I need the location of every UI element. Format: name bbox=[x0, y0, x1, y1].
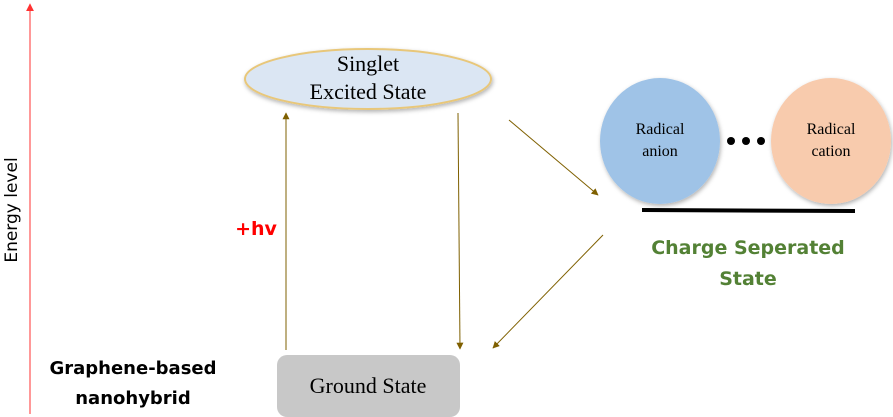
charge-separated-label-line1: Charge Seperated bbox=[651, 237, 845, 259]
radical-anion-line1: Radical bbox=[636, 121, 685, 138]
excitation-label: +hv bbox=[235, 218, 277, 240]
ground-state-node: Ground State bbox=[277, 355, 460, 417]
radical-cation-line1: Radical bbox=[807, 121, 856, 138]
singlet-label-line2: Excited State bbox=[310, 79, 427, 104]
singlet-label-line1: Singlet bbox=[337, 51, 399, 76]
charge-separation-arrow bbox=[508, 119, 599, 196]
energy-axis-label: Energy level bbox=[2, 157, 22, 262]
charge-separated-baseline bbox=[641, 208, 856, 213]
radical-anion-line2: anion bbox=[642, 143, 678, 160]
ellipsis-dots bbox=[727, 137, 765, 145]
system-label-line1: Graphene-based bbox=[49, 358, 216, 379]
singlet-excited-state-node: Singlet Excited State bbox=[244, 48, 492, 110]
radical-anion-node: Radical anion bbox=[600, 78, 720, 204]
decay-arrow bbox=[456, 112, 464, 350]
charge-recombination-arrow bbox=[492, 234, 604, 349]
charge-separated-label-line2: State bbox=[719, 268, 777, 290]
radical-cation-line2: cation bbox=[811, 143, 850, 160]
radical-cation-node: Radical cation bbox=[771, 78, 891, 204]
ground-state-label: Ground State bbox=[310, 373, 427, 398]
system-label-line2: nanohybrid bbox=[75, 388, 191, 409]
